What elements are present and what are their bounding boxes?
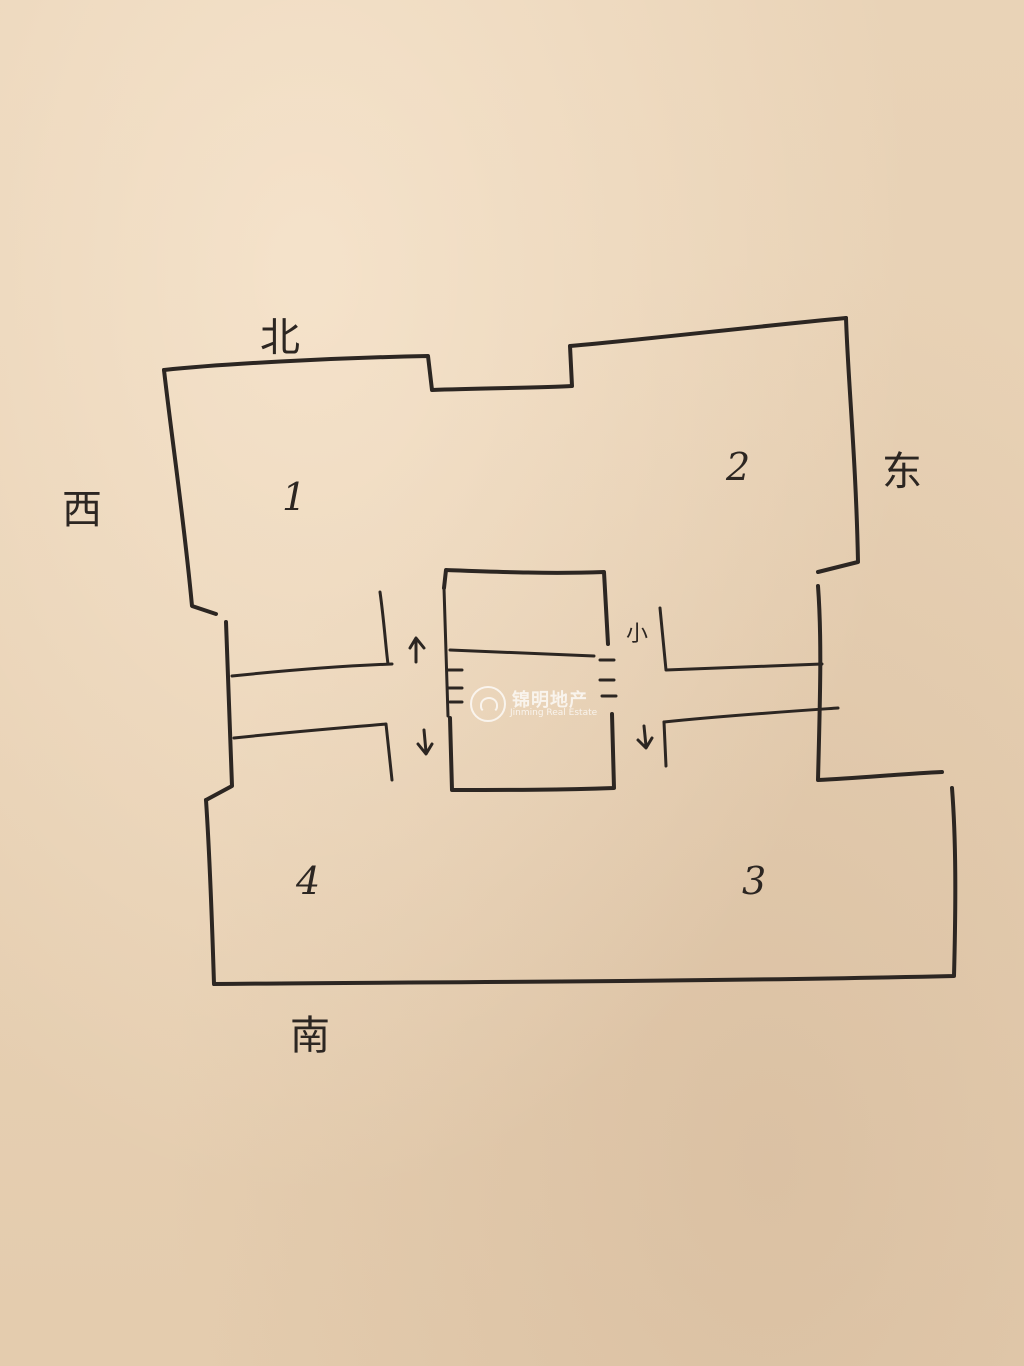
wall-west-corridor: [204, 620, 234, 802]
room-2-label: 2: [726, 445, 751, 489]
wall-corridor-west-top: [230, 662, 394, 678]
door-mark-east-down: [636, 724, 654, 750]
compass-south-label: 南: [290, 1013, 330, 1059]
compass-north-label: 北: [260, 315, 300, 361]
wall-corridor-east-drop: [662, 720, 668, 768]
core-left-edge: [442, 586, 450, 718]
compass-west-label: 西: [62, 487, 102, 533]
small-mark-label: 小: [626, 622, 649, 647]
stair-marks-right: [598, 658, 618, 698]
wall-west-room1: [162, 368, 218, 616]
core-mid-line: [448, 648, 596, 658]
room-1-label: 1: [282, 475, 307, 519]
door-mark-west-down: [416, 728, 434, 756]
wall-south-block: [204, 786, 958, 986]
room-4-label: 4: [296, 859, 321, 903]
room-3-label: 3: [742, 859, 767, 903]
wall-corridor-east-bottom: [662, 706, 840, 724]
watermark-en-text: Jinming Real Estate: [510, 708, 598, 718]
wall-east-outline: [816, 316, 860, 574]
wall-corridor-east-top: [658, 606, 824, 672]
stair-marks-left: [446, 668, 464, 704]
wall-room1-partition: [378, 590, 390, 666]
compass-east-label: 东: [882, 449, 922, 495]
wall-corridor-west-bottom: [232, 722, 394, 782]
core-outline: [442, 568, 610, 646]
watermark-logo: 锦明地产 Jinming Real Estate: [470, 684, 620, 728]
watermark-cn-text: 锦明地产: [512, 690, 588, 711]
door-mark-west-up: [408, 636, 426, 664]
core-lower-block: [448, 712, 616, 792]
wall-east-corridor: [816, 584, 944, 782]
watermark-emblem-icon: [470, 686, 506, 722]
wall-north-outline: [162, 316, 848, 392]
